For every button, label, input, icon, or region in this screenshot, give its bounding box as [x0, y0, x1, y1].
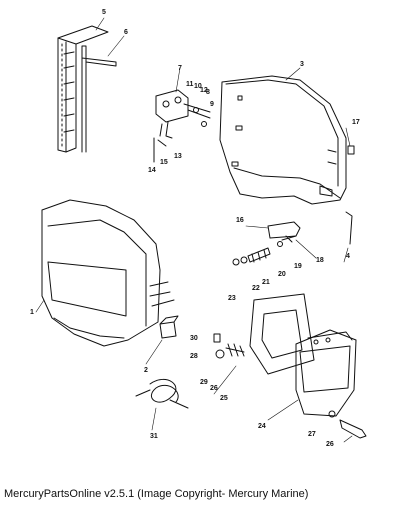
callout-label: 19	[294, 263, 302, 270]
callout-label: 14	[148, 167, 156, 174]
callout-label: 27	[308, 431, 316, 438]
spring-stack-part	[232, 235, 297, 266]
callout-label: 25	[220, 395, 228, 402]
callout-label: 6	[124, 29, 128, 36]
callout-label: 28	[190, 353, 198, 360]
block-part	[159, 315, 179, 339]
nut-part	[328, 410, 336, 418]
callout-label: 31	[150, 433, 158, 440]
callout-label: 18	[316, 257, 324, 264]
callout-label: 10	[194, 83, 202, 90]
callout-label: 8	[206, 89, 210, 96]
latch-part	[267, 221, 301, 243]
bushing-part	[213, 333, 221, 343]
callout-label: 24	[258, 423, 266, 430]
front-shell-part	[41, 199, 175, 347]
callout-label: 12	[200, 87, 208, 94]
key-part	[339, 419, 367, 439]
mounting-channel-part	[57, 25, 109, 153]
callout-label: 13	[174, 153, 182, 160]
callout-label: 2	[144, 367, 148, 374]
callout-label: 17	[352, 119, 360, 126]
callout-label: 21	[262, 279, 270, 286]
copyright-caption: MercuryPartsOnline v2.5.1 (Image Copyrig…	[4, 488, 309, 500]
callout-label: 16	[236, 217, 244, 224]
callout-label: 1	[30, 309, 34, 316]
callout-label: 29	[200, 379, 208, 386]
callout-label: 3	[300, 61, 304, 68]
clip-part	[347, 145, 355, 155]
pin-part	[345, 211, 353, 245]
washer-part	[215, 349, 225, 359]
callout-label: 9	[210, 101, 214, 108]
front-panel-part	[295, 329, 357, 417]
leader-lines	[35, 17, 353, 443]
callout-label: 7	[178, 65, 182, 72]
callout-label: 23	[228, 295, 236, 302]
bracket-assembly-part	[153, 89, 211, 163]
callout-label: 4	[346, 253, 350, 260]
callout-label: 11	[186, 81, 194, 88]
callout-label: 30	[190, 335, 198, 342]
rod-part	[81, 45, 117, 153]
callout-label: 20	[278, 271, 286, 278]
callout-label: 22	[252, 285, 260, 292]
rear-housing-part	[219, 75, 347, 205]
gasket-part	[249, 293, 315, 375]
exploded-parts-diagram: 5 6 3 7 11 10 12 8 9 13 15 14 17 16 4 18…	[30, 9, 367, 448]
callout-label: 5	[102, 9, 106, 16]
callout-label: 26	[326, 441, 334, 448]
callout-label: 26	[210, 385, 218, 392]
wire-harness-part	[135, 379, 189, 409]
spring-part	[225, 343, 245, 357]
callout-label: 15	[160, 159, 168, 166]
